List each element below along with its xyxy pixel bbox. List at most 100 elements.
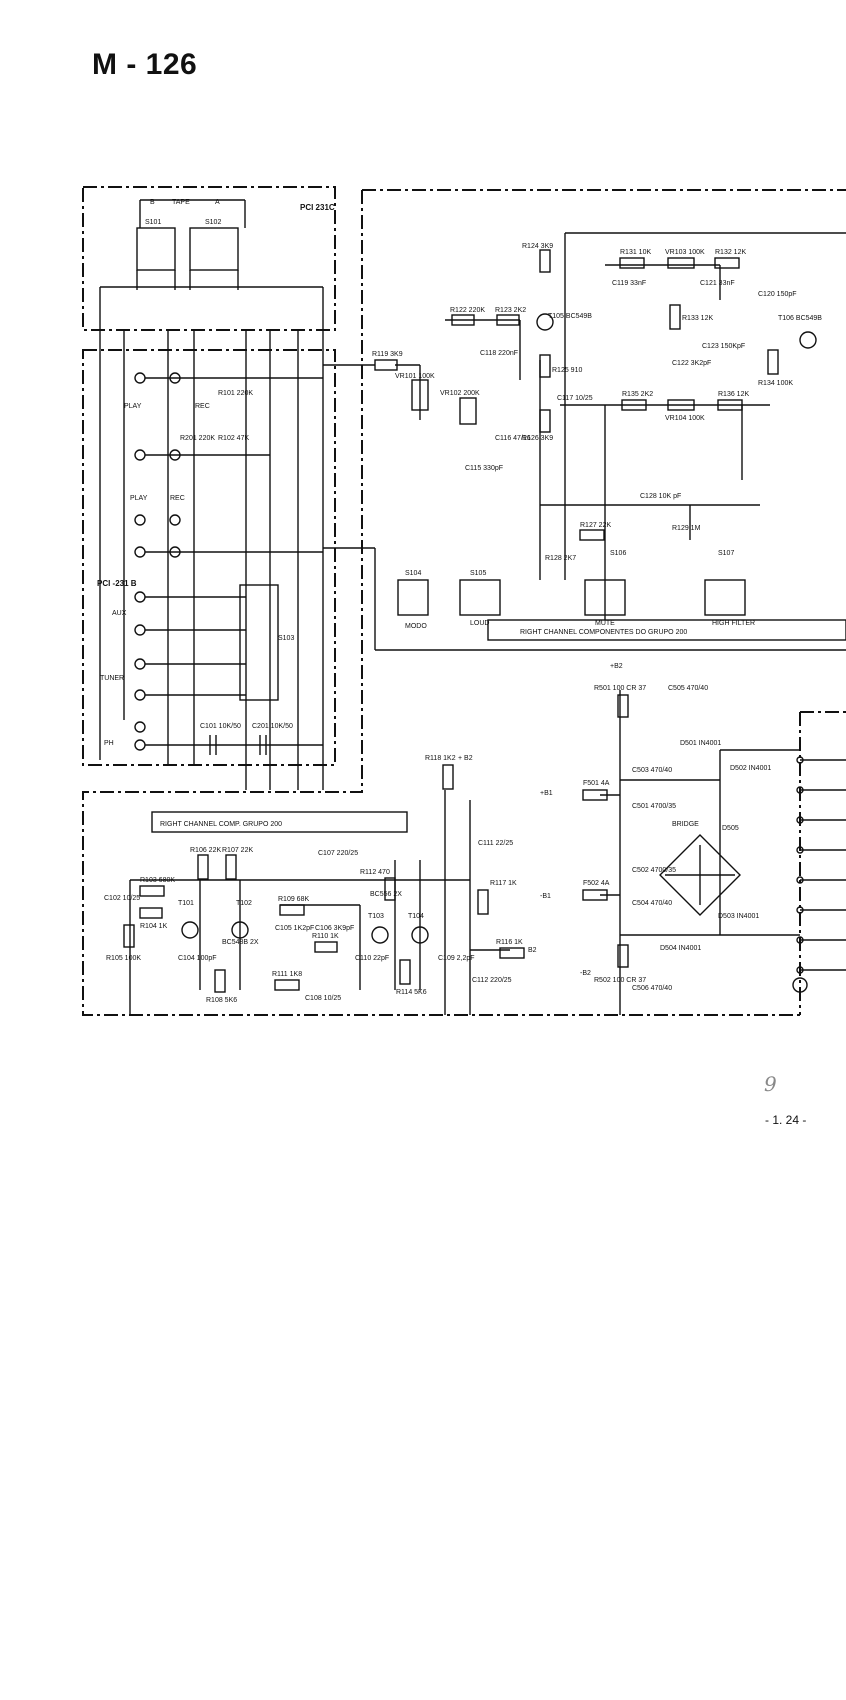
c501-label: C501 4700/35: [632, 803, 676, 810]
switch-s103: [239, 584, 279, 701]
s101-label: S101: [145, 219, 161, 226]
resistor-r112: [384, 877, 396, 901]
page-number: - 1. 24 -: [765, 1113, 807, 1127]
t102-label: T102: [236, 900, 252, 907]
s107-label: S107: [718, 550, 734, 557]
loud-label: LOUD: [470, 620, 489, 627]
resistor-r105: [123, 924, 135, 948]
r116-label: R116 1K: [496, 939, 523, 946]
bus-top-box: [487, 619, 846, 641]
bus-bottom-label: RIGHT CHANNEL COMP. GRUPO 200: [160, 821, 282, 828]
r125-label: R125 910: [552, 367, 582, 374]
r112-label: R112 470: [360, 869, 390, 876]
fuse-f502: [582, 889, 608, 901]
r117-label: R117 1K: [490, 880, 517, 887]
r104-label: R104 1K: [140, 923, 168, 930]
resistor-r103: [139, 885, 165, 897]
play2-label: PLAY: [130, 495, 148, 502]
c112-label: C112 220/25: [472, 977, 512, 984]
switch-s102: [189, 227, 239, 271]
r131-label: R131 10K: [620, 249, 651, 256]
resistor-r125: [539, 354, 551, 378]
t101-label: T101: [178, 900, 194, 907]
bc556-label: BC556 2X: [370, 891, 402, 898]
resistor-r131: [619, 257, 645, 269]
high-filter-label: HIGH FILTER: [712, 620, 755, 627]
r134-label: R134 100K: [758, 380, 793, 387]
c123-label: C123 150KpF: [702, 343, 745, 350]
c101-label: C101 10K/50: [200, 723, 241, 730]
resistor-r133: [669, 304, 681, 330]
c111-label: C111 22/25: [478, 840, 513, 847]
r502-label: R502 100 CR 37: [594, 977, 646, 984]
c104-label: C104 100pF: [178, 955, 217, 962]
c121-label: C121 33nF: [700, 280, 735, 287]
c502-label: C502 4700/35: [632, 867, 676, 874]
r107-label: R107 22K: [222, 847, 253, 854]
transistor-t102: [231, 921, 249, 939]
phono-label: PH: [104, 740, 114, 747]
pot-vr101: [411, 379, 429, 411]
d501-label: D501 IN4001: [680, 740, 721, 747]
t103-label: T103: [368, 913, 384, 920]
d502-label: D502 IN4001: [730, 765, 771, 772]
switch-s107: [704, 579, 746, 616]
resistor-r123: [496, 314, 520, 326]
c118-label: C118 220nF: [480, 350, 518, 357]
c109-label: C109 2,2pF: [438, 955, 475, 962]
c110-label: C110 22pF: [355, 955, 389, 962]
switch-s104: [397, 579, 429, 616]
c117-label: C117 10/25: [557, 395, 593, 402]
tuner-label: TUNER: [100, 675, 124, 682]
c506-label: C506 470/40: [632, 985, 672, 992]
c116-label: C116 47/16: [495, 435, 531, 442]
c107-label: C107 220/25: [318, 850, 358, 857]
s105-label: S105: [470, 570, 486, 577]
c108-label: C108 10/25: [305, 995, 341, 1002]
resistor-r106: [197, 854, 209, 880]
d503-label: D503 IN4001: [718, 913, 759, 920]
r105-label: R105 100K: [106, 955, 141, 962]
rec-label: REC: [195, 403, 210, 410]
r133-label: R133 12K: [682, 315, 713, 322]
b2-label: + B2: [458, 755, 473, 762]
resistor-r502: [617, 944, 629, 968]
r135-label: R135 2K2: [622, 391, 653, 398]
vr101-label: VR101 100K: [395, 373, 435, 380]
c120-label: C120 150pF: [758, 291, 797, 298]
bus-top-label: RIGHT CHANNEL COMPONENTES DO GRUPO 200: [520, 629, 687, 636]
pot-vr102: [459, 397, 477, 425]
tape-label: TAPE: [172, 199, 190, 206]
play-label: PLAY: [124, 403, 142, 410]
switch-s101: [136, 227, 176, 271]
bridge-rectifier: [659, 834, 741, 916]
psu-minus-b1: -B1: [540, 893, 551, 900]
r129-label: R129 1M: [672, 525, 701, 532]
r101-label: R101 220K: [218, 390, 253, 397]
c128-label: C128 10K pF: [640, 493, 681, 500]
s102-label: S102: [205, 219, 221, 226]
c505-label: C505 470/40: [668, 685, 708, 692]
c201-label: C201 10K/50: [252, 723, 293, 730]
r136-label: R136 12K: [718, 391, 749, 398]
c122-label: C122 3K2pF: [672, 360, 711, 367]
r126-label: R126 3K9: [522, 435, 553, 442]
resistor-r108: [214, 969, 226, 993]
vr104-label: VR104 100K: [665, 415, 705, 422]
r132-label: R132 12K: [715, 249, 746, 256]
stamp-mark: 9: [764, 1072, 777, 1096]
r119-label: R119 3K9: [372, 351, 403, 358]
r124-label: R124 3K9: [522, 243, 553, 250]
resistor-r126: [539, 409, 551, 433]
c504-label: C504 470/40: [632, 900, 672, 907]
r108-label: R108 5K6: [206, 997, 237, 1004]
c105-label: C105 1K2pF: [275, 925, 314, 932]
d505-label: D505: [722, 825, 739, 832]
pci-231c-outline: [82, 186, 336, 331]
vr102-label: VR102 200K: [440, 390, 480, 397]
resistor-r122: [451, 314, 475, 326]
tape-a-label: A: [215, 199, 220, 206]
resistor-r119: [374, 359, 398, 371]
transistor-t106: [799, 331, 817, 349]
